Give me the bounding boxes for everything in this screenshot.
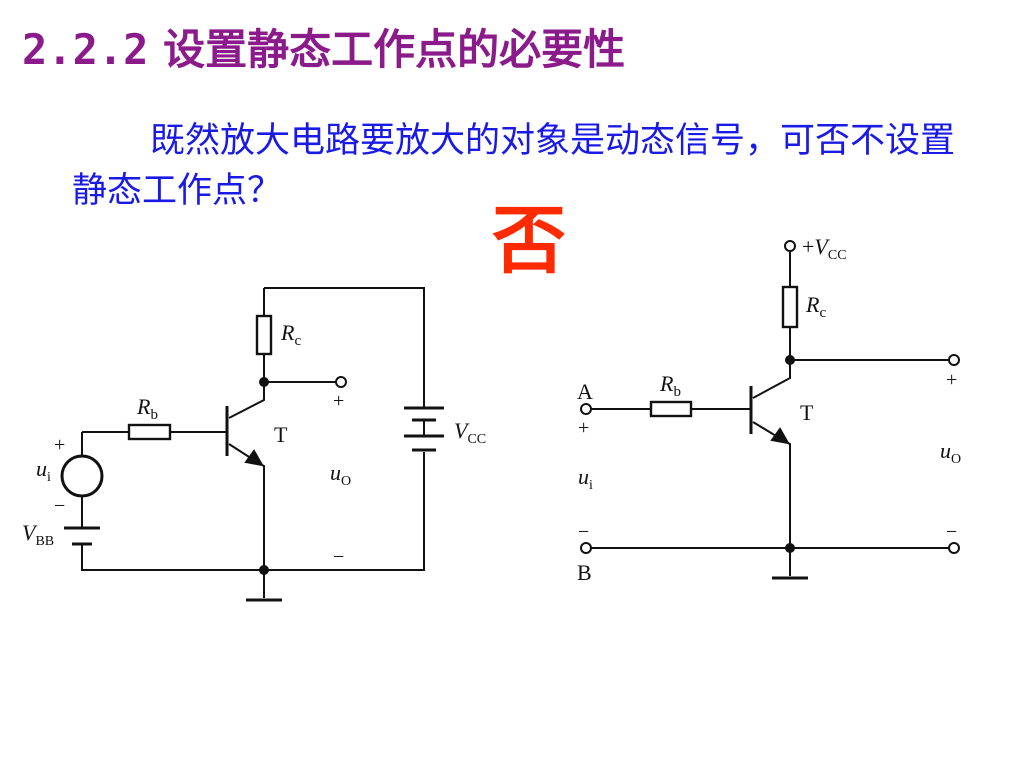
left-ground-node [259,565,269,575]
right-ui-plus: + [578,417,589,439]
left-ui-label: ui [36,456,51,485]
question-text: 既然放大电路要放大的对象是动态信号，可否不设置静态工作点？ [72,116,962,216]
right-node-b-label: B [577,560,592,585]
title-text: 设置静态工作点的必要性 [163,25,626,74]
left-rc-label: Rc [280,320,301,349]
left-emitter-arrow [244,449,264,467]
left-bottom-wire [81,452,425,571]
right-vcc-label: +VCC [802,234,847,263]
right-emitter-arrow [770,427,790,445]
question-body: 既然放大电路要放大的对象是动态信号，可否不设置静态工作点？ [72,121,956,211]
left-circuit [60,287,444,602]
right-node-a-label: A [577,379,593,404]
right-rc-label: Rc [805,292,826,321]
left-ui-source [60,454,104,498]
left-top-wire [264,287,425,408]
left-uo-label: uO [330,460,351,489]
right-ui-label: ui [578,464,593,493]
left-vbb-battery [64,526,100,546]
answer-text: 否 [492,198,566,284]
left-vbb-label: VBB [22,520,54,549]
section-number: 2.2.2 [22,25,149,74]
right-terminal-b [580,542,592,554]
left-ui-minus: − [54,495,65,517]
right-vcc-terminal [784,240,796,252]
right-circuit [580,240,960,580]
left-output-terminal-top [335,376,347,388]
slide-title: 2.2.2 设置静态工作点的必要性 [22,22,625,78]
right-rc-resistor [781,285,799,329]
left-uo-minus: − [333,546,344,568]
left-uo-plus: + [333,390,344,412]
right-collector-node [785,355,795,365]
left-collector-lead [228,382,265,419]
left-rb-label: Rb [136,394,158,423]
right-collector-lead [752,360,791,399]
left-collector-node [259,377,269,387]
left-rb-resistor [127,423,172,441]
left-vcc-label: VCC [454,418,486,447]
right-transistor-label: T [800,400,814,425]
right-uo-plus: + [946,369,957,391]
left-ui-plus: + [54,434,65,456]
right-uo-label: uO [940,438,961,467]
right-output-terminal-top [948,354,960,366]
right-ground-node [785,543,795,553]
right-ui-minus: − [578,521,589,543]
right-terminal-a [580,403,592,415]
right-rb-resistor [649,400,693,418]
right-output-terminal-bottom [948,542,960,554]
left-rc-resistor [255,314,273,356]
right-rb-label: Rb [659,371,681,400]
right-uo-minus: − [946,521,957,543]
left-transistor-label: T [274,422,288,447]
